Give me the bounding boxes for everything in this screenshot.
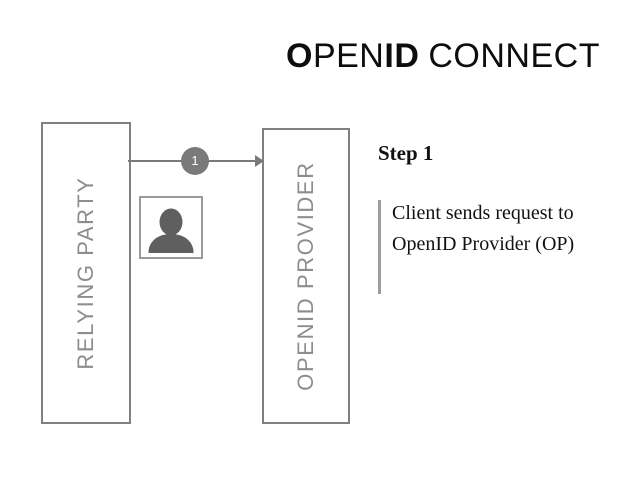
- person-silhouette-icon: [148, 208, 194, 253]
- logo-text-id: ID: [384, 37, 420, 75]
- step-title: Step 1: [378, 141, 434, 165]
- openid-provider-box: OPENID PROVIDER: [262, 128, 350, 424]
- logo-text-pen: PEN: [312, 37, 385, 75]
- step-number-badge: 1: [181, 147, 209, 175]
- openid-provider-label: OPENID PROVIDER: [293, 161, 318, 391]
- logo-text-connect: CONNECT: [428, 37, 600, 75]
- relying-party-box: RELYING PARTY: [41, 122, 131, 424]
- step-accent-bar: [378, 200, 381, 294]
- relying-party-label: RELYING PARTY: [73, 176, 98, 370]
- client-avatar-frame: [139, 196, 203, 259]
- step-description-text: Client sends request to OpenID Provider …: [392, 202, 575, 255]
- logo-letter-o: O: [286, 37, 313, 75]
